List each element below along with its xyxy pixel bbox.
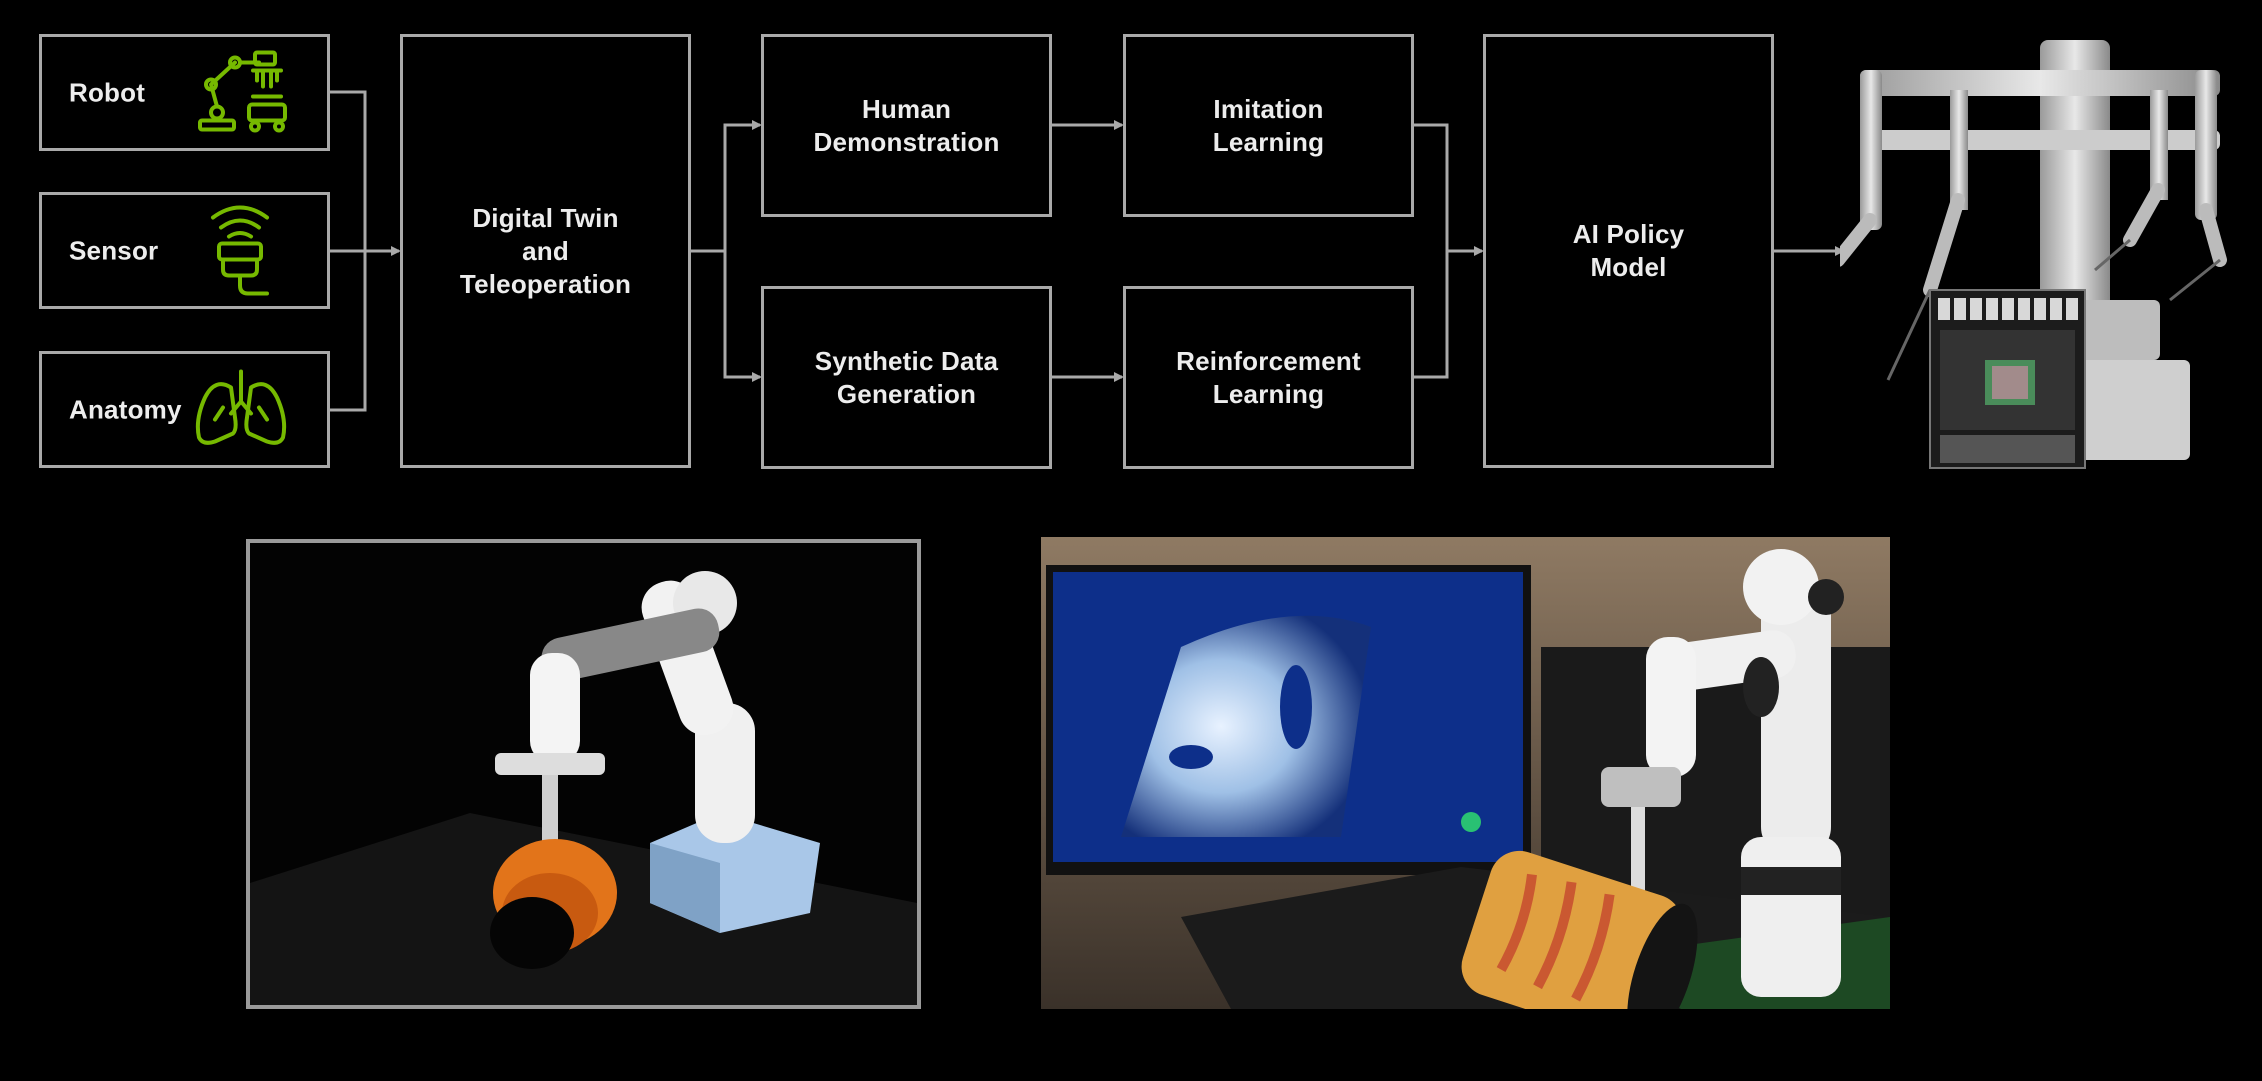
surgical-robot-image (1840, 30, 2240, 470)
ultrasound-probe-icon (205, 199, 275, 302)
human-demonstration-box: Human Demonstration (761, 34, 1052, 217)
input-robot-box: Robot (39, 34, 330, 151)
digital-twin-label: Digital Twin and Teleoperation (459, 202, 632, 299)
synthetic-data-label: Synthetic Data Generation (814, 345, 999, 409)
digital-twin-teleoperation-box: Digital Twin and Teleoperation (400, 34, 691, 468)
input-anatomy-box: Anatomy (39, 351, 330, 468)
imitation-learning-label: Imitation Learning (1212, 93, 1325, 157)
ai-policy-label: AI Policy Model (1572, 219, 1685, 282)
ai-policy-model-box: AI Policy Model (1483, 34, 1774, 468)
input-sensor-label: Sensor (69, 235, 159, 265)
reinforcement-learning-label: Reinforcement Learning (1176, 345, 1361, 409)
synthetic-data-generation-box: Synthetic Data Generation (761, 286, 1052, 469)
robot-arm-icon (197, 48, 289, 137)
compute-module-image (1929, 289, 2086, 469)
input-robot-label: Robot (69, 77, 146, 107)
human-demonstration-label: Human Demonstration (813, 93, 1000, 157)
input-sensor-box: Sensor (39, 192, 330, 309)
imitation-learning-box: Imitation Learning (1123, 34, 1414, 217)
input-anatomy-label: Anatomy (69, 394, 182, 424)
simulated-robot-ultrasound-scene (246, 539, 921, 1009)
reinforcement-learning-box: Reinforcement Learning (1123, 286, 1414, 469)
real-robot-ultrasound-scene (1041, 537, 1890, 1009)
lungs-icon (193, 367, 289, 452)
